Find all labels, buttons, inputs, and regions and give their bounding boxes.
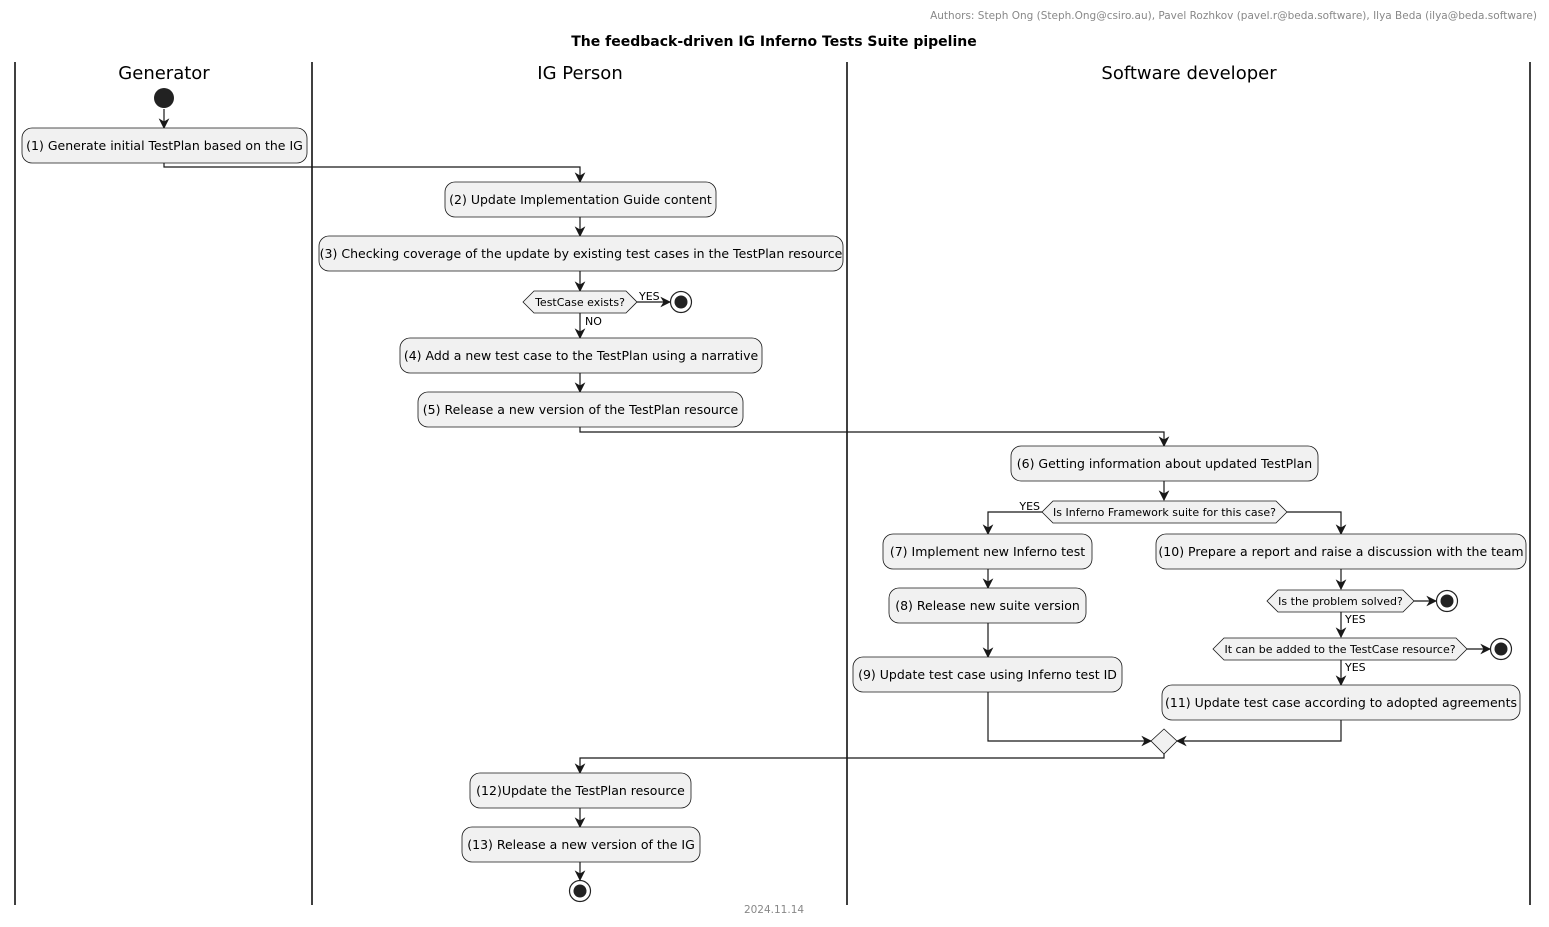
svg-text:(4) Add a new test case to the: (4) Add a new test case to the TestPlan … bbox=[404, 348, 759, 363]
decision-inferno-suite: Is Inferno Framework suite for this case… bbox=[1041, 500, 1288, 524]
activity-13: (13) Release a new version of the IG bbox=[461, 826, 701, 863]
edge-merge-to-a12 bbox=[574, 754, 1165, 775]
svg-text:TestCase exists?: TestCase exists? bbox=[534, 296, 625, 309]
svg-text:Is the problem solved?: Is the problem solved? bbox=[1278, 595, 1403, 608]
edge-d2-no-to-a10 bbox=[1287, 511, 1347, 536]
svg-text:(12)Update the TestPlan resour: (12)Update the TestPlan resource bbox=[476, 783, 685, 798]
svg-text:Is Inferno Framework suite for: Is Inferno Framework suite for this case… bbox=[1053, 506, 1276, 519]
svg-text:(7) Implement new Inferno test: (7) Implement new Inferno test bbox=[890, 544, 1085, 559]
edge-a11-to-merge bbox=[1175, 720, 1342, 747]
activity-7: (7) Implement new Inferno test bbox=[882, 533, 1093, 570]
edge-a9-to-merge bbox=[987, 692, 1153, 747]
svg-text:(10) Prepare a report and rais: (10) Prepare a report and raise a discus… bbox=[1158, 544, 1523, 559]
decision-testcase-exists: TestCase exists? bbox=[522, 290, 638, 314]
svg-text:(9) Update test case using Inf: (9) Update test case using Inferno test … bbox=[858, 667, 1117, 682]
stop-node-d3 bbox=[1435, 589, 1459, 613]
activity-5: (5) Release a new version of the TestPla… bbox=[417, 391, 744, 428]
edge-d2-yes-to-a7 bbox=[982, 511, 1042, 536]
start-node bbox=[154, 88, 174, 108]
svg-text:(2) Update Implementation Guid: (2) Update Implementation Guide content bbox=[449, 192, 712, 207]
decision-problem-solved: Is the problem solved? bbox=[1266, 589, 1415, 613]
svg-text:(1) Generate initial TestPlan: (1) Generate initial TestPlan based on t… bbox=[26, 138, 303, 153]
guard-d4-yes: YES bbox=[1344, 661, 1366, 674]
edge-a1-to-a2 bbox=[163, 163, 586, 184]
stop-node-d1 bbox=[669, 290, 693, 314]
activity-3: (3) Checking coverage of the update by e… bbox=[318, 235, 844, 272]
authors-note: Authors: Steph Ong (Steph.Ong@csiro.au),… bbox=[930, 10, 1537, 22]
svg-text:(3) Checking coverage of the u: (3) Checking coverage of the update by e… bbox=[320, 246, 843, 261]
diagram-title: The feedback-driven IG Inferno Tests Sui… bbox=[571, 34, 977, 50]
svg-text:(6) Getting information about: (6) Getting information about updated Te… bbox=[1017, 456, 1312, 471]
flow-edges bbox=[158, 109, 1492, 882]
guard-d1-no: NO bbox=[585, 315, 602, 328]
end-node bbox=[568, 879, 592, 903]
stop-node-d4 bbox=[1489, 637, 1513, 661]
lane-title-software-developer: Software developer bbox=[1101, 63, 1277, 84]
guard-d3-yes: YES bbox=[1344, 613, 1366, 626]
activity-12: (12)Update the TestPlan resource bbox=[469, 772, 692, 809]
svg-text:(11) Update test case accordin: (11) Update test case according to adopt… bbox=[1165, 695, 1517, 710]
activity-8: (8) Release new suite version bbox=[888, 587, 1087, 624]
lane-title-ig-person: IG Person bbox=[537, 63, 622, 84]
activity-2: (2) Update Implementation Guide content bbox=[444, 181, 717, 218]
activity-10: (10) Prepare a report and raise a discus… bbox=[1155, 533, 1527, 570]
svg-text:(13) Release a new version of: (13) Release a new version of the IG bbox=[467, 837, 695, 852]
decision-add-to-testcase: It can be added to the TestCase resource… bbox=[1212, 637, 1468, 661]
activity-1: (1) Generate initial TestPlan based on t… bbox=[21, 127, 308, 164]
activity-9: (9) Update test case using Inferno test … bbox=[852, 656, 1123, 693]
activity-6: (6) Getting information about updated Te… bbox=[1010, 445, 1319, 482]
svg-text:(5) Release a new version of t: (5) Release a new version of the TestPla… bbox=[423, 402, 739, 417]
svg-text:(8) Release new suite version: (8) Release new suite version bbox=[895, 598, 1080, 613]
guard-d1-yes: YES bbox=[638, 290, 660, 303]
svg-text:It can be added to the TestCas: It can be added to the TestCase resource… bbox=[1224, 643, 1455, 656]
edge-a5-to-a6 bbox=[579, 427, 1170, 448]
merge-diamond bbox=[1150, 728, 1178, 755]
activity-11: (11) Update test case according to adopt… bbox=[1161, 684, 1521, 721]
guard-d2-yes: YES bbox=[1018, 500, 1040, 513]
activity-4: (4) Add a new test case to the TestPlan … bbox=[399, 337, 763, 374]
lane-title-generator: Generator bbox=[118, 63, 210, 84]
footer-date: 2024.11.14 bbox=[744, 904, 804, 916]
